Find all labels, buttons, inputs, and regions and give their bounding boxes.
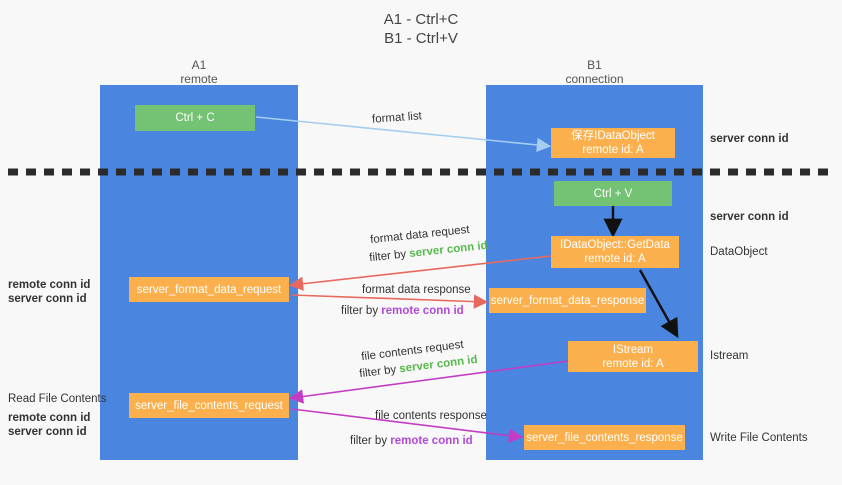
label-format-data-response-filter-value: remote conn id	[381, 305, 464, 317]
label-format-data-request-filter-value: server conn id	[408, 239, 489, 260]
box-istream[interactable]: IStream remote id: A	[568, 341, 698, 372]
label-file-contents-request-filter-prefix: filter by	[358, 363, 401, 381]
left-label-server-conn-id-2: server conn id	[8, 426, 87, 438]
right-label-dataobject: DataObject	[710, 246, 768, 258]
column-b1-sub: connection	[565, 72, 624, 86]
box-save-idataobject[interactable]: 保存IDataObject remote id: A	[551, 128, 675, 158]
box-server-file-contents-response[interactable]: server_file_contents_response	[524, 425, 685, 450]
box-getdata-line1: IDataObject::GetData	[560, 239, 670, 251]
label-format-list: format list	[371, 110, 423, 126]
left-label-read-file-contents: Read File Contents	[8, 393, 107, 405]
box-server-file-contents-request-label: server_file_contents_request	[135, 399, 283, 412]
box-save-idataobject-line1: 保存IDataObject	[571, 130, 655, 142]
left-label-remote-conn-id-2: remote conn id	[8, 412, 91, 424]
label-format-data-response-filter-prefix: filter by	[341, 305, 382, 317]
label-format-data-request-filter-prefix: filter by	[368, 248, 410, 265]
left-label-remote-conn-id-1: remote conn id	[8, 279, 91, 291]
box-server-format-data-request[interactable]: server_format_data_request	[129, 277, 289, 302]
box-idataobject-getdata[interactable]: IDataObject::GetData remote id: A	[551, 236, 679, 268]
box-ctrl-c[interactable]: Ctrl + C	[135, 105, 255, 131]
column-header-b1: B1 connection	[486, 58, 703, 86]
right-label-istream: Istream	[710, 350, 749, 362]
box-server-file-contents-request[interactable]: server_file_contents_request	[129, 393, 289, 418]
title-line-1: A1 - Ctrl+C	[383, 11, 459, 28]
label-file-contents-response-filter: filter by remote conn id	[350, 434, 473, 448]
label-format-data-response: format data response	[362, 284, 471, 296]
box-server-format-data-response[interactable]: server_format_data_response	[489, 288, 646, 313]
box-ctrl-v-label: Ctrl + V	[593, 187, 633, 200]
box-server-format-data-response-label: server_format_data_response	[490, 294, 645, 307]
box-ctrl-v[interactable]: Ctrl + V	[554, 181, 672, 206]
label-file-contents-response-filter-value: remote conn id	[390, 435, 473, 447]
left-label-server-conn-id-1: server conn id	[8, 293, 87, 305]
column-a1-sub: remote	[180, 72, 218, 86]
column-b1-name: B1	[587, 58, 602, 72]
label-file-contents-response-filter-prefix: filter by	[350, 435, 391, 447]
label-file-contents-response: file contents response	[375, 410, 487, 422]
box-ctrl-c-label: Ctrl + C	[175, 112, 215, 124]
box-server-format-data-request-label: server_format_data_request	[136, 283, 282, 296]
column-a1-name: A1	[191, 58, 207, 72]
column-header-a1: A1 remote	[100, 58, 298, 86]
box-istream-line1: IStream	[612, 343, 654, 356]
page-title: A1 - Ctrl+C B1 - Ctrl+V	[0, 10, 842, 48]
box-getdata-line2: remote id: A	[584, 253, 646, 265]
box-save-idataobject-line2: remote id: A	[582, 144, 644, 156]
right-label-server-conn-id-mid: server conn id	[710, 211, 789, 223]
box-istream-line2: remote id: A	[602, 357, 664, 370]
right-label-server-conn-id-top: server conn id	[710, 133, 789, 145]
box-server-file-contents-response-label: server_file_contents_response	[526, 431, 683, 444]
label-format-data-response-filter: filter by remote conn id	[341, 304, 464, 318]
title-line-2: B1 - Ctrl+V	[384, 30, 458, 47]
right-label-write-file-contents: Write File Contents	[710, 432, 808, 444]
